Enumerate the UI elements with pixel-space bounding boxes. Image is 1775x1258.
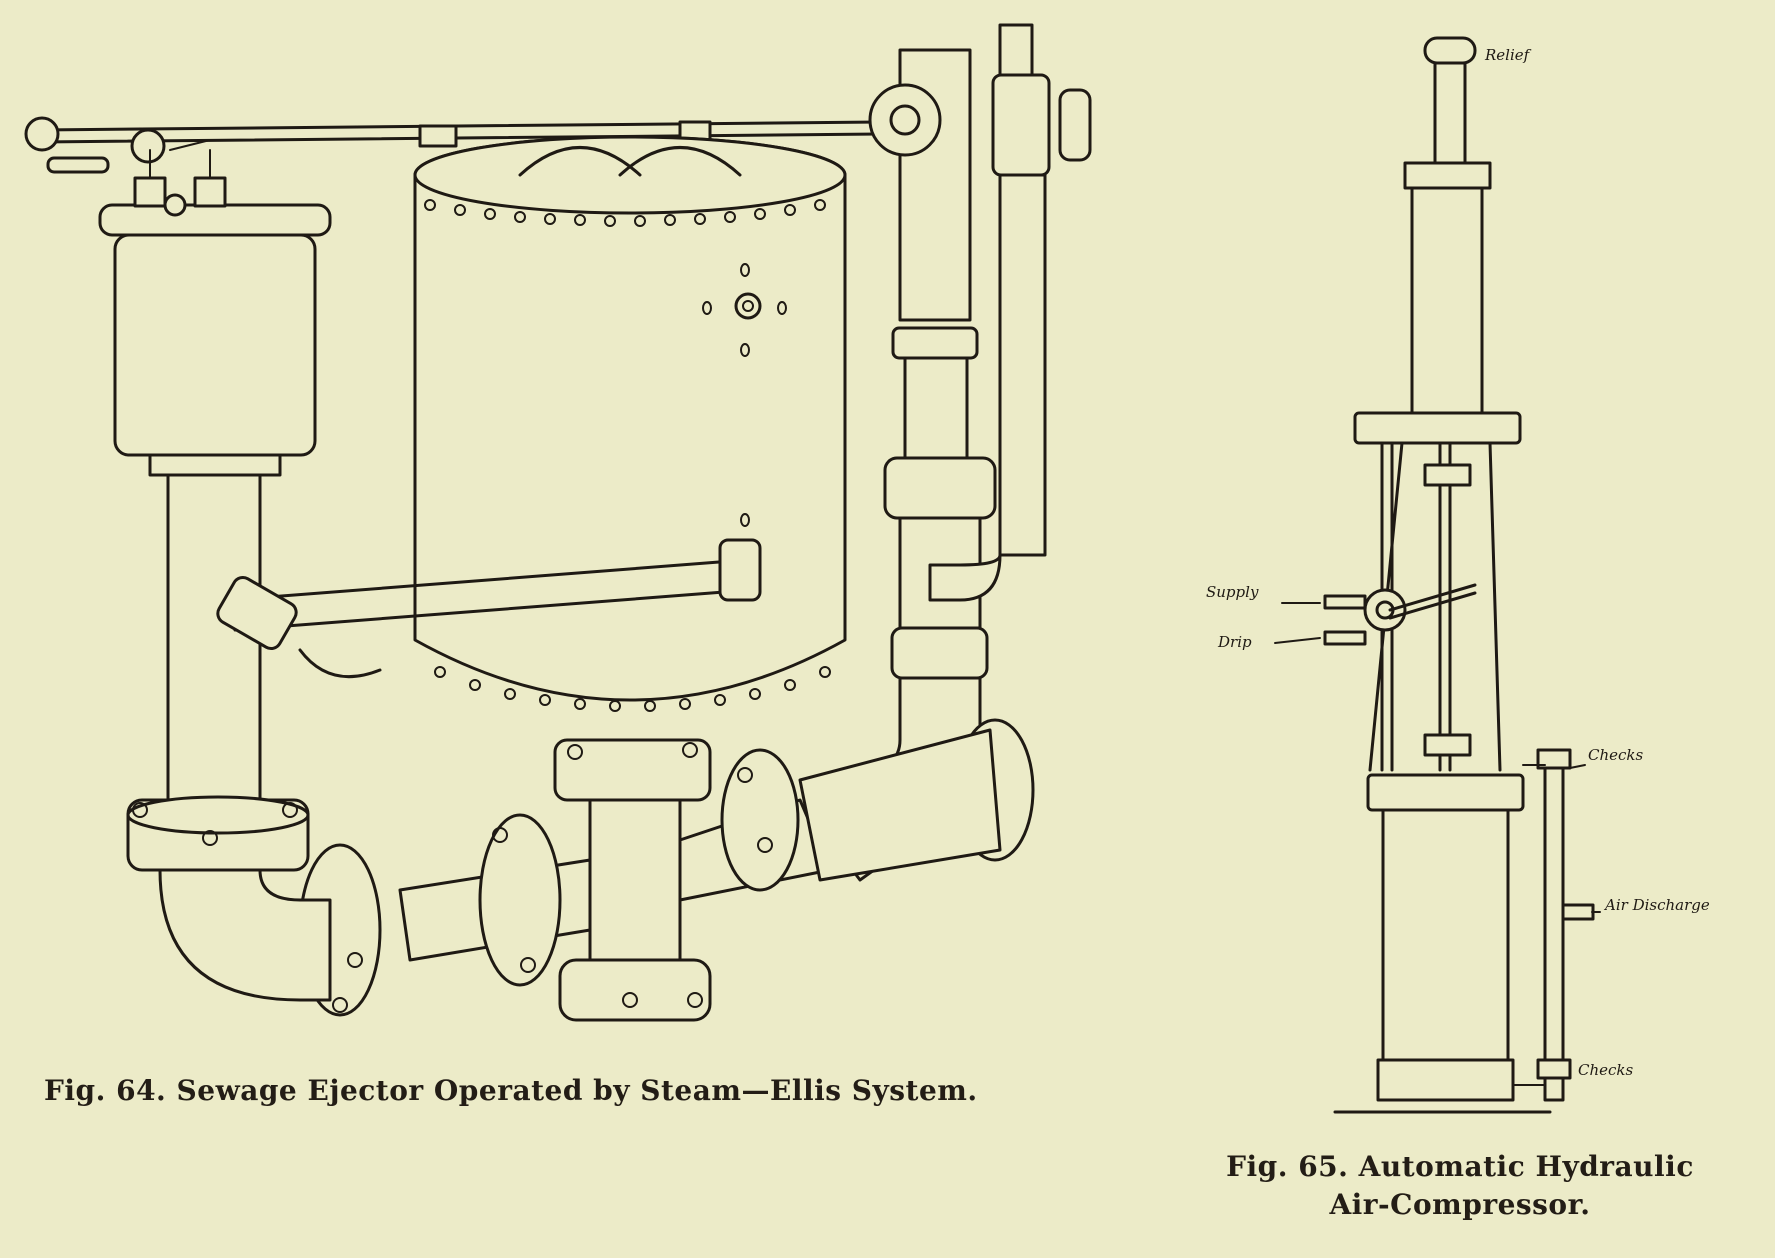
fig64-sewage-ejector-drawing	[24, 23, 1092, 1022]
fig64-caption: Fig. 64. Sewage Ejector Operated by Stea…	[44, 1074, 978, 1107]
fig64-tank-rivets	[424, 199, 831, 712]
label-drip: Drip	[1217, 633, 1252, 651]
fig65-caption-line1: Fig. 65. Automatic Hydraulic	[1226, 1150, 1694, 1183]
label-air-discharge: Air Discharge	[1603, 896, 1710, 914]
label-relief: Relief	[1484, 46, 1532, 64]
label-checks-bottom: Checks	[1578, 1061, 1634, 1079]
label-supply: Supply	[1206, 583, 1259, 601]
fig64-left-riser-pipe	[126, 473, 310, 872]
fig64-receiver-tank	[413, 135, 847, 712]
fig64-float-chamber	[98, 149, 332, 477]
fig65-caption: Fig. 65. Automatic Hydraulic Air-Compres…	[1180, 1148, 1740, 1224]
fig64-bottom-manifold	[132, 718, 1035, 1022]
fig64-lever-arm	[24, 116, 882, 174]
fig65-caption-line2: Air-Compressor.	[1329, 1188, 1591, 1221]
label-checks-top: Checks	[1588, 746, 1644, 764]
fig65-air-compressor-drawing: Relief Supply Drip Checks Air Discharge …	[1206, 36, 1710, 1114]
fig64-diagonal-pipe	[216, 538, 762, 679]
